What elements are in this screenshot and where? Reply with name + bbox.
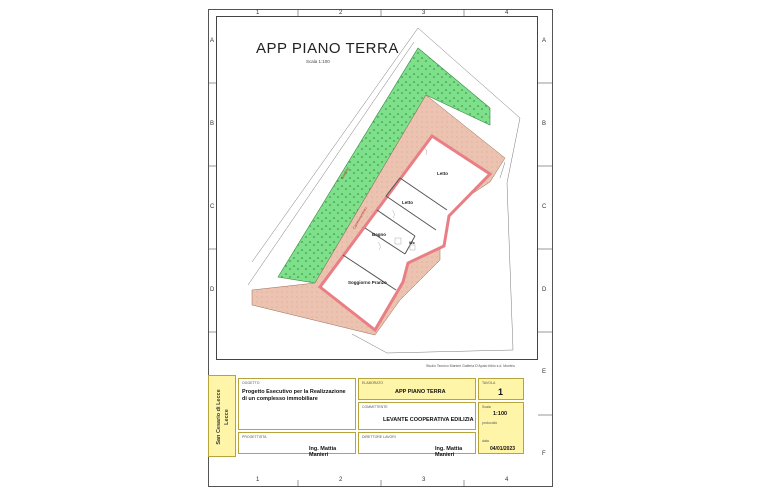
- direttore-box: DIRETTORE LAVORI Ing. Mattia Manieri: [358, 432, 476, 458]
- data-value: 04/01/2023: [490, 446, 516, 452]
- studio-credit: Studio Tecnico Manieri Galleria D'Apalo …: [426, 364, 515, 368]
- room-label-wc: Wc: [409, 240, 415, 245]
- drawing-title: APP PIANO TERRA: [256, 40, 399, 57]
- direttore-value: Ing. Mattia Manieri: [435, 446, 463, 458]
- grid-row-label: C: [542, 204, 547, 210]
- committente-caption: COMMITTENTE: [362, 405, 388, 409]
- grid-col-label: 1: [256, 10, 260, 16]
- elaborato-value: APP PIANO TERRA: [395, 389, 446, 395]
- data-caption: data: [482, 439, 489, 443]
- grid-row-label: A: [542, 38, 547, 44]
- scala-caption: Scala: [482, 405, 491, 409]
- grid-col-label: 1: [256, 477, 260, 483]
- title-block: San Cesario di Lecce Lecce OGGETTO Proge…: [208, 375, 526, 458]
- elaborato-caption: ELABORATO: [362, 381, 384, 385]
- location-text: San Cesario di Lecce Lecce: [215, 389, 231, 444]
- grid-row-label: A: [210, 38, 215, 44]
- oggetto-caption: OGGETTO: [242, 381, 260, 385]
- oggetto-box: OGGETTO Progetto Esecutivo per la Realiz…: [238, 378, 356, 430]
- grid-col-label: 3: [422, 10, 426, 16]
- grid-row-label: F: [542, 451, 546, 457]
- grid-col-label: 4: [505, 477, 509, 483]
- elaborato-box: ELABORATO APP PIANO TERRA: [358, 378, 476, 400]
- drawing-frame: [216, 16, 538, 360]
- progettista-caption: PROGETTISTA: [242, 435, 267, 439]
- grid-col-label: 2: [339, 477, 343, 483]
- location-province: Lecce: [224, 409, 230, 425]
- room-label-letto: Letto: [402, 200, 413, 205]
- grid-row-label: D: [210, 287, 215, 293]
- grid-col-label: 3: [422, 477, 426, 483]
- grid-col-label: 4: [505, 10, 509, 16]
- room-label-bagno: Bagno: [372, 232, 386, 237]
- building-outline: [317, 133, 493, 333]
- tavola-caption: TAVOLA: [482, 381, 496, 385]
- grid-row-label: B: [210, 121, 215, 127]
- grid-col-label: 2: [339, 10, 343, 16]
- room-label-soggiorno: Soggiorno Pranzo: [348, 280, 387, 285]
- protocollo-caption: protocollo: [482, 421, 498, 425]
- grid-row-label: D: [542, 287, 547, 293]
- tavola-value: 1: [498, 387, 504, 397]
- location-box: San Cesario di Lecce Lecce: [208, 375, 236, 457]
- tavola-box: TAVOLA 1: [478, 378, 524, 400]
- location-town: San Cesario di Lecce: [216, 389, 222, 445]
- direttore-caption: DIRETTORE LAVORI: [362, 435, 396, 439]
- info-box: Scala 1:100 protocollo data 04/01/2023: [478, 402, 524, 454]
- room-label-letto: Letto: [437, 171, 448, 176]
- progettista-value: Ing. Mattia Manieri: [309, 446, 337, 458]
- grid-row-label: E: [542, 369, 547, 375]
- committente-box: COMMITTENTE LEVANTE COOPERATIVA EDILIZIA: [358, 402, 476, 430]
- drawing-scale: Scala 1:100: [306, 59, 330, 64]
- committente-value: LEVANTE COOPERATIVA EDILIZIA: [383, 417, 474, 423]
- progettista-box: PROGETTISTA Ing. Mattia Manieri: [238, 432, 356, 458]
- grid-row-label: C: [210, 204, 215, 210]
- grid-row-label: B: [542, 121, 547, 127]
- scala-value: 1:100: [493, 411, 508, 417]
- oggetto-value: Progetto Esecutivo per la Realizzazione …: [242, 389, 346, 402]
